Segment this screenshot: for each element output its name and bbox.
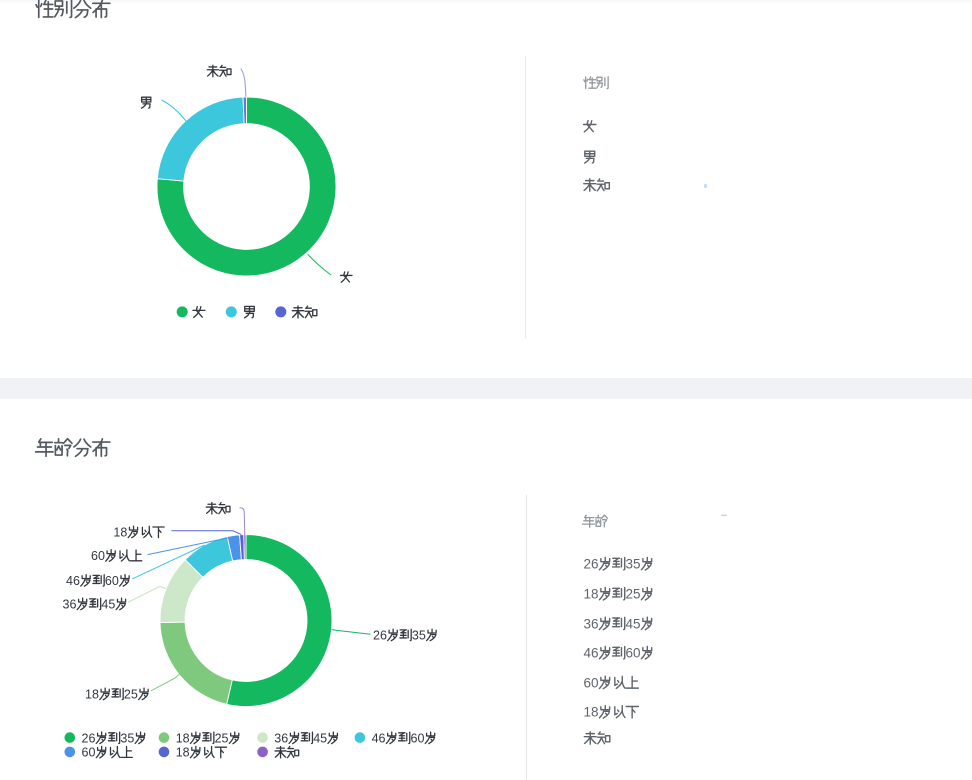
svg-text:18: 18 — [176, 746, 190, 760]
svg-text:35: 35 — [626, 557, 641, 572]
svg-text:45: 45 — [313, 731, 327, 745]
svg-text:45: 45 — [626, 616, 641, 631]
svg-text:36: 36 — [274, 731, 288, 745]
svg-text:36: 36 — [584, 616, 599, 631]
svg-text:46: 46 — [584, 646, 599, 661]
svg-text:18: 18 — [113, 525, 127, 539]
svg-text:46: 46 — [372, 731, 386, 745]
svg-text:35: 35 — [412, 628, 426, 642]
svg-text:60: 60 — [411, 731, 425, 745]
svg-text:26: 26 — [584, 557, 599, 572]
svg-text:18: 18 — [584, 587, 599, 602]
svg-text:18: 18 — [584, 705, 599, 720]
svg-text:60: 60 — [105, 574, 119, 588]
svg-text:25: 25 — [626, 587, 641, 602]
svg-text:26: 26 — [373, 628, 387, 642]
svg-text:60: 60 — [584, 675, 599, 690]
svg-text:25: 25 — [215, 731, 229, 745]
svg-text:26: 26 — [82, 731, 96, 745]
svg-text:18: 18 — [85, 687, 99, 701]
svg-text:18: 18 — [176, 731, 190, 745]
svg-text:46: 46 — [66, 574, 80, 588]
svg-text:60: 60 — [626, 646, 641, 661]
svg-text:60: 60 — [82, 746, 96, 760]
svg-text:36: 36 — [63, 597, 77, 611]
svg-text:35: 35 — [120, 731, 134, 745]
svg-text:60: 60 — [91, 549, 105, 563]
svg-text:25: 25 — [124, 687, 138, 701]
svg-text:45: 45 — [101, 597, 115, 611]
